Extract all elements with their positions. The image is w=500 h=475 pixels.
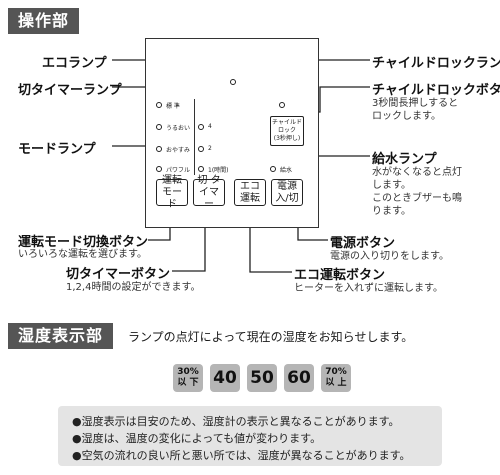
humidity-badge-70-above: 70% 以 上 xyxy=(321,364,351,392)
desc-water-2: します。 xyxy=(372,180,411,191)
desc-water-1: 水がなくなると点灯 xyxy=(372,167,462,178)
note-2: ●湿度は、温度の変化によっても値が変わります。 xyxy=(72,432,322,445)
badge-70-bottom: 以 上 xyxy=(325,378,347,388)
label-off-timer-lamp: 切タイマーランプ xyxy=(18,83,122,98)
mode-lamp-powerful xyxy=(156,166,162,172)
humidity-badge-50: 50 xyxy=(247,364,277,392)
badge-30-top: 30% xyxy=(177,367,199,377)
eco-lamp xyxy=(230,79,236,85)
off-timer-button[interactable]: 切 タイマー xyxy=(193,175,225,210)
child-lock-button-line3: (3秒押し) xyxy=(273,135,301,142)
section-title-operation: 操作部 xyxy=(8,8,80,34)
label-child-lock-button: チャイルドロックボタン xyxy=(372,83,500,98)
badge-70-top: 70% xyxy=(325,367,347,377)
off-timer-button-label: 切 タイマー xyxy=(197,174,221,210)
label-power-button: 電源ボタン xyxy=(330,236,396,251)
child-lock-button-line1: チャイルド xyxy=(272,119,302,126)
note-3: ●空気の流れの良い所と悪い所では、湿度が異なることがあります。 xyxy=(72,449,411,462)
power-button[interactable]: 電源 入/切 xyxy=(271,179,303,206)
timer-label-4h: 4 xyxy=(208,123,212,130)
child-lock-lamp xyxy=(279,102,285,108)
section-title-humidity: 湿度表示部 xyxy=(8,323,114,349)
label-off-timer-button: 切タイマーボタン xyxy=(66,267,171,282)
water-lamp xyxy=(270,166,276,172)
label-mode-button: 運転モード切換ボタン xyxy=(18,235,149,250)
desc-water-3: このときブザーも鳴 xyxy=(372,193,462,204)
notes-box: ●湿度表示は目安のため、湿度計の表示と異なることがあります。 ●湿度は、温度の変… xyxy=(58,406,442,466)
humidity-badge-60: 60 xyxy=(284,364,314,392)
control-panel: 標 準 うるおい おやすみ パワフル 4 2 1(時間) チャイルド ロック (… xyxy=(145,38,319,228)
mode-button-label: 運転 モード xyxy=(162,174,182,210)
label-eco-lamp: エコランプ xyxy=(42,56,107,71)
desc-child-lock-2: ロックします。 xyxy=(372,111,441,122)
water-lamp-label: 給水 xyxy=(280,167,293,174)
label-mode-lamp: モードランプ xyxy=(18,142,96,157)
humidity-badge-30-below: 30% 以 下 xyxy=(173,364,203,392)
mode-button[interactable]: 運転 モード xyxy=(156,175,188,210)
mode-lamp-sleep xyxy=(156,146,162,152)
child-lock-button-line2: ロック xyxy=(277,127,296,134)
mode-lamp-standard xyxy=(156,102,162,108)
desc-child-lock-1: 3秒間長押しすると xyxy=(372,98,459,109)
mode-label-moist: うるおい xyxy=(166,125,191,132)
eco-button[interactable]: エコ 運転 xyxy=(234,179,266,206)
mode-label-sleep: おやすみ xyxy=(166,147,191,154)
note-1: ●湿度表示は目安のため、湿度計の表示と異なることがあります。 xyxy=(72,415,400,428)
child-lock-button[interactable]: チャイルド ロック (3秒押し) xyxy=(270,116,304,146)
desc-mode-button: いろいろな運転を選びます。 xyxy=(18,249,147,260)
label-water-lamp: 給水ランプ xyxy=(372,152,437,167)
humidity-description: ランプの点灯によって現在の湿度をお知らせします。 xyxy=(128,330,414,344)
mode-bracket xyxy=(190,99,195,175)
desc-eco-button: ヒーターを入れずに運転します。 xyxy=(294,283,443,294)
badge-30-bottom: 以 下 xyxy=(177,378,199,388)
desc-off-timer-button: 1,2,4時間の設定ができます。 xyxy=(66,282,201,293)
label-eco-button: エコ運転ボタン xyxy=(294,268,386,283)
timer-label-1h: 1(時間) xyxy=(208,167,229,174)
desc-power-button: 電源の入り切りをします。 xyxy=(330,251,449,262)
timer-lamp-2h xyxy=(198,146,204,152)
timer-lamp-4h xyxy=(198,124,204,130)
eco-button-label: エコ 運転 xyxy=(240,180,260,204)
timer-lamp-1h xyxy=(198,166,204,172)
mode-label-powerful: パワフル xyxy=(166,167,191,174)
desc-water-4: ります。 xyxy=(372,206,411,217)
mode-lamp-moist xyxy=(156,124,162,130)
mode-label-standard: 標 準 xyxy=(166,103,180,110)
humidity-badge-40: 40 xyxy=(210,364,240,392)
power-button-label: 電源 入/切 xyxy=(275,180,299,204)
timer-label-2h: 2 xyxy=(208,145,212,152)
label-child-lock-lamp: チャイルドロックランプ xyxy=(372,56,500,71)
